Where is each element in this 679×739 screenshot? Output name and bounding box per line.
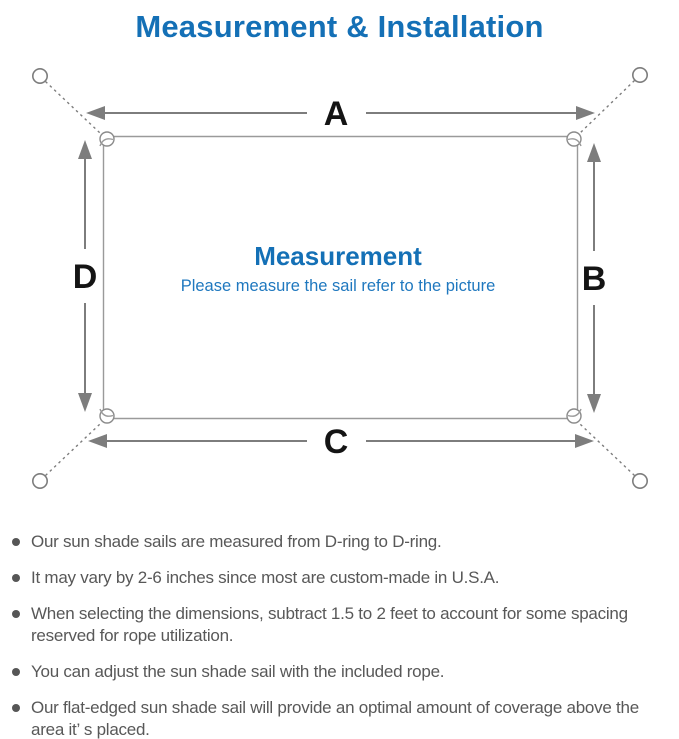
dashed-tie-line-bottom-left	[45, 423, 101, 477]
arrowhead-a-left	[86, 106, 105, 120]
corner-arc-bottom-right	[567, 408, 582, 417]
corner-arc-top-left	[99, 138, 114, 147]
bullet-icon	[12, 574, 20, 582]
dashed-tie-line-top-left	[45, 80, 101, 134]
corner-arc-bottom-left	[99, 408, 114, 417]
note-text: When selecting the dimensions, subtract …	[31, 604, 628, 645]
diagram-center-heading: Measurement	[254, 241, 422, 271]
list-item: It may vary by 2-6 inches since most are…	[12, 567, 675, 589]
list-item: Our flat-edged sun shade sail will provi…	[12, 697, 675, 739]
diagram-center-subtitle: Please measure the sail refer to the pic…	[181, 277, 496, 295]
arrowhead-b-down	[587, 394, 601, 413]
bullet-icon	[12, 704, 20, 712]
arrowhead-d-up	[78, 140, 92, 159]
corner-arc-top-right	[567, 138, 582, 147]
note-text: Our sun shade sails are measured from D-…	[31, 532, 442, 551]
bullet-icon	[12, 538, 20, 546]
arrowhead-d-down	[78, 393, 92, 412]
shade-sail-rectangle	[102, 135, 579, 420]
list-item: You can adjust the sun shade sail with t…	[12, 661, 675, 683]
note-text: It may vary by 2-6 inches since most are…	[31, 568, 500, 587]
anchor-ring-bottom-left	[31, 472, 48, 489]
dashed-tie-lines	[45, 79, 635, 477]
dimension-label-a: A	[324, 95, 349, 133]
dashed-tie-line-bottom-right	[579, 423, 635, 477]
shade-sail-measurement-diagram: A C D B Measurement Please measure the s…	[31, 67, 648, 489]
note-text: You can adjust the sun shade sail with t…	[31, 662, 445, 681]
list-item: Our sun shade sails are measured from D-…	[12, 531, 675, 553]
anchor-ring-top-right	[631, 67, 648, 84]
bullet-icon	[12, 610, 20, 618]
dimension-label-c: C	[324, 423, 349, 461]
note-text: Our flat-edged sun shade sail will provi…	[31, 698, 639, 739]
anchor-rings	[31, 67, 648, 489]
anchor-ring-top-left	[31, 68, 48, 85]
page-title: Measurement & Installation	[135, 9, 544, 44]
arrowhead-a-right	[576, 106, 595, 120]
dimension-label-d: D	[73, 258, 98, 296]
anchor-ring-bottom-right	[631, 472, 648, 489]
dashed-tie-line-top-right	[579, 79, 635, 134]
arrowhead-c-left	[88, 434, 107, 448]
arrowhead-b-up	[587, 143, 601, 162]
measurement-notes-list: Our sun shade sails are measured from D-…	[0, 531, 679, 739]
bullet-icon	[12, 668, 20, 676]
dimension-label-b: B	[582, 260, 607, 298]
arrowhead-c-right	[575, 434, 594, 448]
list-item: When selecting the dimensions, subtract …	[12, 603, 675, 647]
